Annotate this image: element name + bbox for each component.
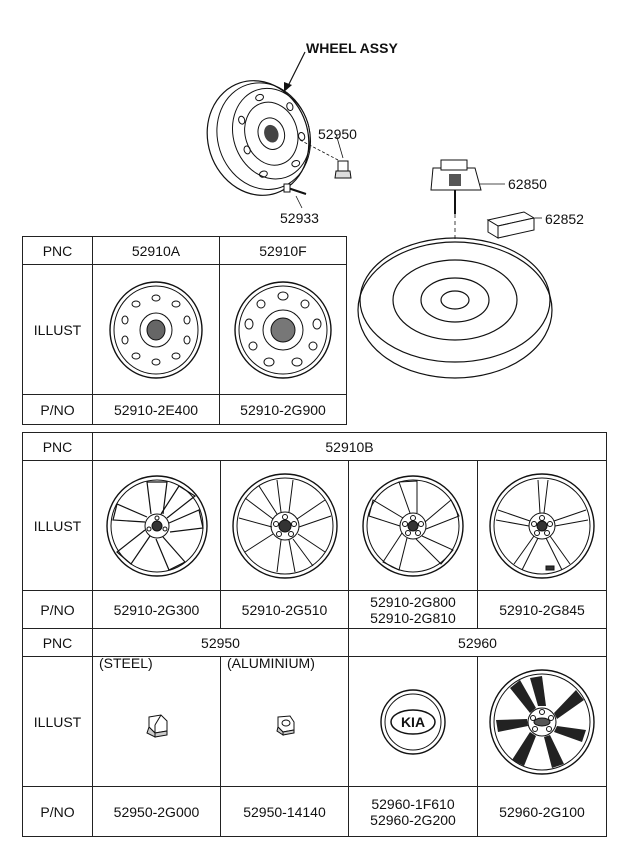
callout-52950: 52950: [318, 126, 357, 142]
parts-table-alloy-wheels: PNC 52910B ILLUST: [22, 432, 608, 629]
pno-line: 52960-2G200: [370, 811, 456, 828]
steel-wheel-drawing: [206, 80, 312, 196]
illust-cell: (STEEL): [92, 655, 221, 787]
illust-cell: [477, 656, 607, 787]
illust-label: ILLUST: [22, 264, 93, 395]
pnc-cell: 52950: [92, 628, 349, 657]
pnc-cell: 52910A: [92, 236, 220, 265]
center-cap-icon: KIA: [380, 688, 446, 755]
pno-cell: 52960-1F610 52960-2G200: [348, 786, 478, 837]
alloy-wheel-icon: [362, 474, 464, 577]
pno-cell: 52910-2G800 52910-2G810: [348, 590, 478, 629]
callout-52933: 52933: [280, 210, 319, 226]
illust-cell: [220, 460, 349, 591]
parts-table-steel-wheels: PNC 52910A 52910F ILLUST: [22, 236, 347, 425]
pno-label: P/NO: [22, 786, 93, 837]
exploded-view-drawing: [206, 51, 553, 379]
pno-cell: 52910-2G900: [219, 394, 347, 425]
pnc-label: PNC: [22, 628, 93, 657]
illust-cell: [92, 264, 220, 395]
steel-wheel-icon: [109, 280, 203, 379]
lug-nut-icon: [275, 715, 294, 736]
illust-label: ILLUST: [22, 656, 93, 787]
pno-cell: 52950-2G000: [92, 786, 221, 837]
illust-cell: KIA: [348, 656, 478, 787]
pno-cell: 52950-14140: [220, 786, 349, 837]
illust-cell: [219, 264, 347, 395]
pnc-label: PNC: [22, 432, 93, 461]
pno-cell: 52910-2E400: [92, 394, 220, 425]
alloy-wheel-icon: [231, 472, 338, 579]
pno-cell: 52910-2G300: [92, 590, 221, 629]
wheel-assembly-diagram: [0, 0, 620, 379]
illust-cell: [348, 460, 478, 591]
block-drawing: [486, 211, 536, 239]
pnc-label: PNC: [22, 236, 93, 265]
wheel-assy-title: WHEEL ASSY: [306, 40, 398, 56]
callout-62852: 62852: [545, 211, 584, 227]
lug-nut-icon: [145, 714, 167, 738]
illust-cell: [476, 460, 608, 591]
pnc-cell: 52910B: [91, 432, 608, 461]
pno-label: P/NO: [22, 394, 93, 425]
pnc-cell: 52960: [348, 628, 607, 657]
pno-label: P/NO: [22, 590, 93, 629]
steel-wheel-icon: [234, 280, 332, 379]
illust-label: ILLUST: [22, 460, 93, 591]
lug-nut-drawing: [334, 160, 352, 179]
pno-line: 52960-1F610: [371, 795, 455, 812]
alloy-wheel-icon: [105, 474, 208, 577]
alloy-wheel-icon: [489, 472, 595, 579]
pno-cell: 52910-2G845: [476, 590, 608, 629]
wheel-cover-icon: [489, 668, 595, 775]
pno-line: 52910-2G800: [370, 593, 456, 610]
material-note: (STEEL): [99, 655, 153, 671]
pnc-cell: 52910F: [219, 236, 347, 265]
kia-logo-text: KIA: [401, 714, 425, 730]
valve-drawing: [283, 183, 307, 195]
pno-cell: 52910-2G510: [220, 590, 349, 629]
callout-62850: 62850: [508, 176, 547, 192]
illust-cell: (ALUMINIUM): [220, 655, 349, 787]
pno-line: 52910-2G810: [370, 609, 456, 626]
illust-cell: [92, 460, 221, 591]
tire-holder-drawing: [430, 159, 482, 214]
spare-tire-drawing: [357, 237, 553, 379]
material-note: (ALUMINIUM): [227, 655, 315, 671]
parts-table-nuts-caps: PNC 52950 52960 ILLUST (STEEL) (ALUMINIU…: [22, 628, 607, 837]
pno-cell: 52960-2G100: [477, 786, 607, 837]
